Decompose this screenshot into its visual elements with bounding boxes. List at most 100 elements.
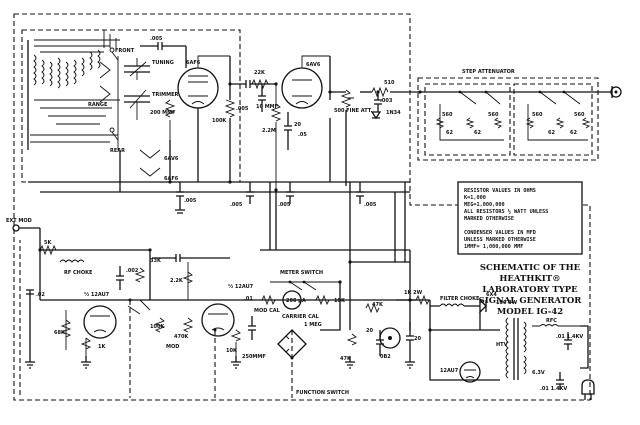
label-ext-mod: EXT MOD: [6, 218, 32, 224]
title-line-4: SIGNAL GENERATOR: [479, 296, 583, 306]
label-c01b: .01 1.4KV: [556, 334, 583, 340]
label-560-a: 560: [442, 112, 453, 118]
label-trimmer: TRIMMER: [152, 92, 178, 98]
note-line-4: ALL RESISTORS ½ WATT UNLESS: [464, 208, 548, 215]
diode-1n34: [370, 111, 382, 120]
label-pot-500: 500 FINE ATT.: [334, 108, 372, 114]
label-33k: 33K: [150, 258, 162, 264]
ext-mod-jack[interactable]: [12, 224, 40, 232]
label-560-b: 560: [488, 112, 499, 118]
note-line-6: CONDENSER VALUES IN MFD: [464, 230, 536, 236]
meter-switch[interactable]: [270, 280, 340, 291]
label-1k-2w: 1K 2W: [404, 290, 423, 296]
label-range: RANGE: [88, 102, 108, 108]
label-22k: 22K: [254, 70, 266, 76]
output-line: [420, 86, 613, 98]
label-fil: 6.3V: [532, 370, 545, 376]
label-htv: HTV: [496, 342, 508, 348]
label-c05: .05: [298, 132, 307, 138]
label-62-d: 62: [570, 130, 577, 136]
pot-fine-att[interactable]: [340, 89, 354, 108]
label-rfc: RFC: [546, 318, 557, 324]
ac-line-plug[interactable]: [580, 325, 595, 400]
label-tuning: TUNING: [152, 60, 174, 66]
title-line-1: SCHEMATIC OF THE: [480, 263, 581, 273]
label-c005-f: .005: [364, 202, 377, 208]
lower-bus: [40, 249, 500, 381]
resistor-100k-a: [224, 99, 236, 118]
label-rf-choke: RF CHOKE: [64, 270, 93, 276]
label-10mmf: 10 MMF: [256, 104, 278, 110]
label-c005-b: .005: [236, 106, 249, 112]
label-470k: 470K: [174, 334, 189, 340]
label-62-b: 62: [474, 130, 481, 136]
range-switch[interactable]: [109, 47, 119, 150]
label-1n34: 1N34: [386, 110, 401, 116]
power-transformer: [505, 317, 527, 380]
notes-box: [457, 181, 583, 255]
label-c01c: .01 1.4KV: [540, 386, 567, 392]
label-c02: .02: [36, 292, 45, 298]
function-switch-link: [129, 300, 293, 398]
note-line-1: RESISTOR VALUES IN OHMS: [464, 188, 536, 194]
label-12au7: 12AU7: [440, 368, 459, 374]
label-5k: 5K: [44, 240, 52, 246]
resistor-22k: [251, 78, 269, 90]
label-200mmf: 200 MMF: [150, 110, 176, 116]
label-c003: .003: [380, 98, 393, 104]
tube-12au7-half-b: [201, 303, 235, 337]
label-rear: REAR: [110, 148, 125, 154]
note-line-7: UNLESS MARKED OTHERWISE: [464, 237, 536, 243]
rf-choke: [59, 259, 85, 263]
label-6af6: 6AF6: [186, 60, 201, 66]
label-carrier-cal: CARRIER CAL: [282, 314, 320, 320]
junction-dots: [38, 82, 432, 332]
label-c005-c: .005: [184, 198, 197, 204]
label-c20b: 20: [366, 328, 373, 334]
label-c005-a: .005: [150, 36, 163, 42]
label-filter-choke: FILTER CHOKE: [440, 296, 480, 302]
label-62-a: 62: [446, 130, 453, 136]
note-line-2: K=1,000: [464, 195, 486, 201]
label-meter: 200 µA: [286, 298, 306, 304]
label-c01: .01: [244, 296, 253, 302]
label-250mmf: 250MMF: [242, 354, 266, 360]
function-switch[interactable]: [127, 298, 294, 360]
tube-12au7: [459, 361, 481, 383]
output-connector[interactable]: [610, 86, 622, 98]
label-10k-a: 10K: [226, 348, 238, 354]
label-6av6: 6AV6: [306, 62, 321, 68]
label-meter-switch: METER SWITCH: [280, 270, 323, 276]
label-front: FRONT: [115, 48, 135, 54]
label-560-d: 560: [574, 112, 585, 118]
label-2-2k: 2.2K: [170, 278, 184, 284]
label-100k-b: 100K: [150, 324, 165, 330]
label-560-c: 560: [532, 112, 543, 118]
label-1meg: 1 MEG: [304, 322, 322, 328]
note-line-3: MEG=1,000,000: [464, 202, 505, 208]
tube-0b2: [379, 327, 401, 349]
label-62-c: 62: [548, 130, 555, 136]
rectifier-6x4: [479, 298, 487, 314]
note-line-5: MARKED OTHERWISE: [464, 216, 514, 222]
tuning-capacitor[interactable]: [124, 58, 150, 120]
range-coil-bank: [27, 30, 120, 150]
label-c005-e: .005: [278, 202, 291, 208]
title-line-2: HEATHKIT®: [499, 274, 560, 284]
resistor-510: [371, 86, 389, 98]
label-100-3w: 100 3W: [496, 300, 518, 306]
tube-12au7-half-a: [83, 305, 117, 339]
step-attenuator-box: [417, 77, 599, 161]
label-68k: 68K: [54, 330, 66, 336]
label-47k-b: 47K: [340, 356, 352, 362]
label-c005-d: .005: [230, 202, 243, 208]
label-mod: MOD: [166, 344, 179, 350]
label-12au7-a: ½ 12AU7: [84, 291, 110, 298]
filament-jumpers: [139, 149, 161, 177]
label-100k-a: 100K: [212, 118, 227, 124]
outer-shield: [13, 13, 591, 401]
step-attenuator-switch[interactable]: [435, 90, 591, 141]
label-c20c: 20: [414, 336, 421, 342]
title-line-5: MODEL IG-42: [497, 307, 563, 317]
